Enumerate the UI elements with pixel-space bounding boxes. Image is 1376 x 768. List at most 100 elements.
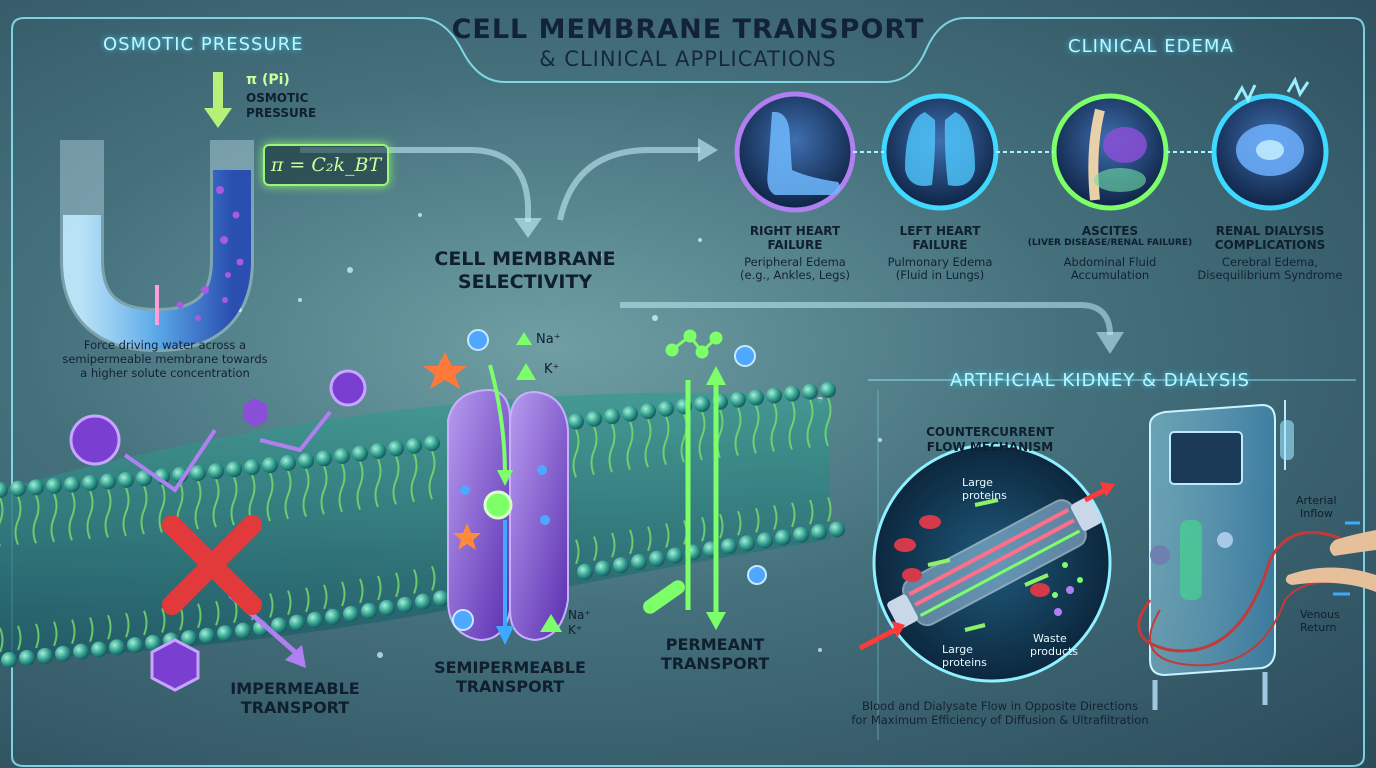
lipid-head: [226, 461, 242, 478]
dialysis-heading: ARTIFICIAL KIDNEY & DIALYSIS: [950, 370, 1250, 391]
patient-hand-icon: [1285, 567, 1376, 592]
lipid-tail: [824, 397, 832, 522]
lipid-head: [613, 557, 629, 574]
venous-return-1: Venous: [1300, 608, 1340, 621]
edema-2-title-1: LEFT HEART: [899, 224, 981, 238]
blue-ion-4: [747, 565, 767, 585]
pi-label: π (Pi): [246, 72, 290, 88]
na-triangle-top: [516, 332, 532, 345]
semipermeable-label-1: SEMIPERMEABLE: [434, 658, 586, 677]
lipid-head: [190, 465, 206, 482]
lipid-head: [748, 389, 764, 406]
edema-1-title-1: RIGHT HEART: [749, 224, 841, 238]
edema-2-desc-1: Pulmonary Edema: [887, 255, 993, 269]
lipid-tail: [266, 472, 274, 618]
osmotic-desc-1: Force driving water across a: [83, 338, 247, 352]
lipid-head: [784, 385, 800, 402]
lipid-tail: [608, 423, 616, 558]
lipid-head: [811, 524, 827, 541]
ion-flow-arrow-in: [488, 364, 507, 476]
edema-1-desc-1: Peripheral Edema: [744, 255, 846, 269]
channel-protein: [447, 388, 569, 642]
lipid-head: [721, 538, 737, 555]
edema-4-title-1: RENAL DIALYSIS: [1215, 224, 1325, 238]
impermeable-label-2: TRANSPORT: [240, 698, 350, 717]
lipid-head: [217, 625, 233, 642]
lipid-head: [658, 400, 674, 417]
dialyzer-detail: [858, 443, 1115, 683]
lipid-head: [271, 617, 287, 634]
edema-3-note: (LIVER DISEASE/RENAL FAILURE): [1027, 238, 1193, 248]
lipid-head: [289, 614, 305, 631]
lipid-head: [199, 627, 215, 644]
lipid-head: [433, 590, 449, 607]
lipid-head: [415, 593, 431, 610]
edema-1-title-2: FAILURE: [767, 238, 823, 252]
lipid-tail: [158, 484, 166, 633]
impermeable-bounce-arrow-1: [123, 428, 217, 493]
arrow-selectivity-to-edema: [557, 147, 700, 221]
lipid-tail: [644, 418, 652, 552]
lipid-head: [154, 468, 170, 485]
arterial-inflow-2: Inflow: [1300, 507, 1333, 520]
lipid-head: [343, 605, 359, 622]
blue-ion-3: [734, 345, 756, 367]
blue-ion-1: [467, 329, 489, 351]
lipid-tail: [698, 411, 706, 542]
arrow-head-edema: [698, 138, 718, 162]
lipid-head: [136, 470, 152, 487]
lipid-head: [667, 547, 683, 564]
osmotic-pressure-arrow-head: [204, 108, 232, 128]
lipid-head: [793, 526, 809, 543]
lipid-head: [370, 442, 386, 459]
edema-3-desc-2: Accumulation: [1070, 268, 1150, 282]
lipid-tail: [104, 489, 112, 640]
edema-icons: [734, 76, 1329, 213]
dialysis-caption-2: for Maximum Efficiency of Diffusion & Ul…: [851, 713, 1149, 727]
impermeable-virus: [69, 369, 367, 692]
lipid-head: [307, 611, 323, 628]
lipid-tail: [428, 450, 436, 591]
na-triangle-bottom: [540, 614, 562, 632]
lipid-tail: [32, 494, 40, 649]
arterial-inflow-1: Arterial: [1296, 494, 1337, 507]
impermeable-bounce-arrow-2: [259, 410, 332, 453]
lipid-head: [55, 645, 71, 662]
lipid-head: [325, 608, 341, 625]
arrow-head-selectivity: [514, 218, 542, 238]
lipid-head: [730, 391, 746, 408]
lipid-head: [379, 599, 395, 616]
lipid-head: [109, 639, 125, 656]
lipid-tail: [734, 407, 742, 536]
lipid-tail: [194, 480, 202, 629]
lipid-tail: [284, 470, 292, 615]
large-proteins-top-1: Large: [962, 476, 993, 489]
dialysis-machine: [1137, 400, 1341, 710]
edema-2-title-2: FAILURE: [912, 238, 968, 252]
lipid-head: [820, 381, 836, 398]
mechanism-title-2: FLOW MECHANISM: [926, 440, 1054, 454]
lipid-head: [388, 440, 404, 457]
lipid-tail: [590, 426, 598, 561]
lipid-tail: [122, 487, 130, 638]
mechanism-title-1: COUNTERCURRENT: [926, 425, 1054, 439]
permeant-arrow-down-head: [706, 612, 726, 630]
lipid-tail: [14, 496, 22, 651]
k-label-top: K⁺: [544, 362, 560, 377]
lipid-head: [694, 395, 710, 412]
lipid-head: [424, 435, 440, 452]
lipid-tail: [302, 468, 310, 613]
edema-1-desc-2: (e.g., Ankles, Legs): [740, 268, 850, 282]
lipid-tail: [770, 403, 778, 530]
lipid-head: [64, 476, 80, 493]
arrow-osmotic-to-selectivity: [300, 147, 531, 222]
lipid-head: [604, 408, 620, 425]
lipid-head: [28, 479, 44, 496]
lipid-head: [0, 482, 8, 498]
permeant-arrow-up-head: [706, 366, 726, 385]
large-proteins-bottom-2: proteins: [942, 656, 987, 669]
edema-4-title-2: COMPLICATIONS: [1214, 238, 1326, 252]
lipid-head: [775, 529, 791, 546]
lipid-tail: [752, 405, 760, 533]
lipid-tail: [392, 456, 400, 598]
